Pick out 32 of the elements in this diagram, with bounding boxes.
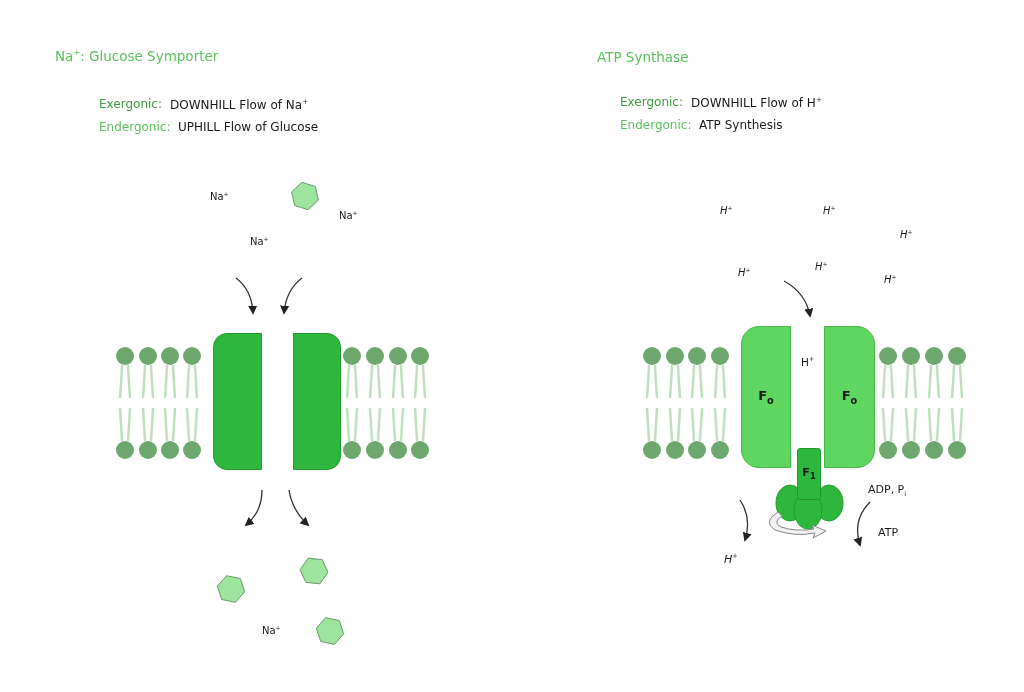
- protein-subunit: [797, 448, 821, 500]
- description-text: DOWNHILL Flow of H$^{+}$: [691, 96, 822, 111]
- panel-heading: Na$^{+}$: Glucose Symporter: [55, 48, 219, 64]
- ion-label: Na$^{+}$: [339, 210, 358, 222]
- ion-label: H$^{+}$: [815, 261, 828, 273]
- description-text: Exergonic:: [620, 96, 683, 110]
- ion-label: Na$^{+}$: [250, 236, 269, 248]
- description-text: UPHILL Flow of Glucose: [178, 121, 319, 135]
- ion-label: H$^{+}$: [738, 267, 751, 279]
- ion-label: H$^{+}$: [720, 205, 733, 217]
- protein-block: [213, 333, 262, 470]
- subunit-label: F$_{o}$: [758, 388, 774, 406]
- ion-label: H$^{+}$: [823, 205, 836, 217]
- ion-label: H$^{+}$: [900, 229, 913, 241]
- ion-label: H$^{+}$: [724, 553, 738, 566]
- panel-heading: ATP Synthase: [597, 50, 689, 65]
- description-text: Endergonic:: [99, 121, 171, 135]
- subunit-label: F$_{1}$: [802, 466, 816, 482]
- protein-subunit: [824, 326, 875, 468]
- ion-label: Na$^{+}$: [262, 625, 281, 637]
- ion-label: Na$^{+}$: [210, 191, 229, 203]
- ion-label: H$^{+}$: [801, 356, 815, 369]
- description-text: DOWNHILL Flow of Na$^{+}$: [170, 98, 309, 113]
- description-text: ATP Synthesis: [699, 119, 783, 133]
- description-text: Exergonic:: [99, 98, 162, 112]
- ion-label: H$^{+}$: [884, 274, 897, 286]
- ion-label: ADP, P$_{i}$: [868, 484, 907, 499]
- subunit-label: F$_{o}$: [841, 388, 858, 406]
- ion-label: ATP: [878, 527, 899, 540]
- description-text: Endergonic:: [620, 119, 692, 133]
- protein-block: [293, 333, 341, 470]
- protein-subunit: [741, 326, 791, 468]
